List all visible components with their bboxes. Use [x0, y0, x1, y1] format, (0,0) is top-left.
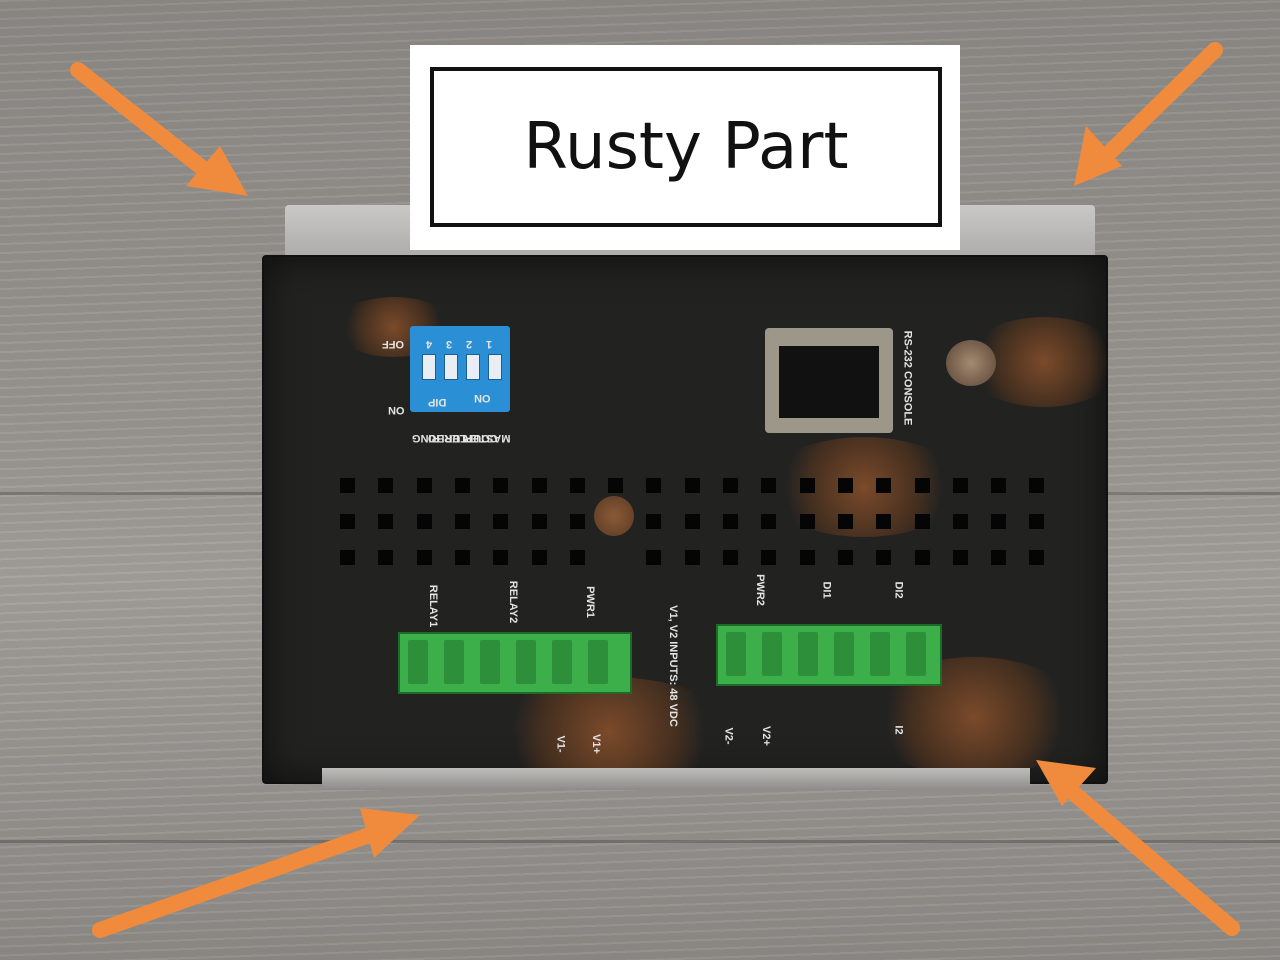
vent-hole	[378, 514, 394, 529]
vent-hole	[799, 478, 815, 493]
vent-hole	[876, 478, 892, 493]
vent-hole	[454, 478, 470, 493]
vent-hole	[416, 478, 432, 493]
vent-hole	[837, 478, 853, 493]
terminal-pin	[408, 640, 428, 684]
vent-hole	[493, 550, 509, 565]
annotation-label-frame: Rusty Part	[430, 67, 942, 227]
vent-hole	[493, 478, 509, 493]
vent-hole	[952, 514, 968, 529]
arrow-icon	[70, 62, 248, 196]
vent-hole	[378, 550, 394, 565]
plank-seam	[0, 840, 1280, 843]
vent-hole	[837, 514, 853, 529]
orange-arrows	[70, 42, 1240, 938]
vent-hole	[684, 478, 700, 493]
terminal-pin	[552, 640, 572, 684]
terminal-pin	[834, 632, 854, 676]
vent-hole	[1029, 514, 1045, 529]
vent-hole	[493, 514, 509, 529]
dip-switch	[444, 354, 458, 380]
terminal-pin	[444, 640, 464, 684]
ground-screw	[946, 340, 996, 386]
vent-hole	[340, 514, 355, 529]
vent-hole	[416, 514, 432, 529]
terminal-block-right	[716, 624, 942, 686]
vent-hole	[761, 478, 777, 493]
rust-spot	[764, 437, 964, 537]
terminal-pin	[870, 632, 890, 676]
vent-hole	[646, 514, 662, 529]
terminal-pin	[588, 640, 608, 684]
vent-hole	[531, 478, 547, 493]
terminal-pin	[906, 632, 926, 676]
vent-hole	[723, 478, 738, 493]
terminal-pin	[762, 632, 782, 676]
vent-hole	[1029, 550, 1045, 565]
vent-hole	[876, 550, 892, 565]
vent-hole	[684, 514, 700, 529]
vent-hole	[914, 478, 930, 493]
vent-hole	[531, 514, 547, 529]
dip-switch-block	[410, 326, 510, 412]
annotation-label-text: Rusty Part	[523, 110, 849, 184]
vent-hole	[991, 478, 1007, 493]
vent-hole	[876, 514, 892, 529]
vent-hole	[531, 550, 547, 565]
vent-hole	[723, 550, 738, 565]
vent-hole	[914, 550, 930, 565]
vent-hole	[761, 514, 777, 529]
vent-hole	[952, 478, 968, 493]
vent-hole	[952, 550, 968, 565]
vent-hole	[569, 514, 585, 529]
vent-hole	[416, 550, 432, 565]
dip-switch	[488, 354, 502, 380]
dip-switch	[466, 354, 480, 380]
vent-hole	[378, 478, 394, 493]
vent-hole	[723, 514, 738, 529]
vent-hole	[646, 478, 662, 493]
vent-hole	[340, 550, 355, 565]
vent-hole	[569, 478, 585, 493]
vent-hole	[991, 550, 1007, 565]
port-opening	[779, 346, 879, 418]
vent-hole	[646, 550, 662, 565]
terminal-pin	[480, 640, 500, 684]
arrow-icon	[1036, 760, 1240, 936]
vent-hole	[569, 550, 585, 565]
center-screw	[594, 496, 634, 536]
terminal-block-left	[398, 632, 632, 694]
vent-hole	[837, 550, 853, 565]
vent-hole	[340, 478, 355, 493]
annotation-label-card: Rusty Part	[410, 45, 960, 250]
terminal-pin	[516, 640, 536, 684]
arrow-icon	[1074, 42, 1223, 186]
vent-hole	[799, 550, 815, 565]
dip-switch	[422, 354, 436, 380]
vent-hole	[991, 514, 1007, 529]
vent-hole	[799, 514, 815, 529]
vent-hole	[761, 550, 777, 565]
terminal-pin	[798, 632, 818, 676]
device-base-rail	[322, 768, 1030, 790]
vent-hole	[454, 514, 470, 529]
rs232-console-port	[765, 328, 893, 433]
vent-hole	[454, 550, 470, 565]
terminal-pin	[726, 632, 746, 676]
vent-hole	[684, 550, 700, 565]
vent-hole	[1029, 478, 1045, 493]
vent-hole	[608, 478, 624, 493]
arrow-icon	[92, 808, 420, 938]
vent-hole	[914, 514, 930, 529]
